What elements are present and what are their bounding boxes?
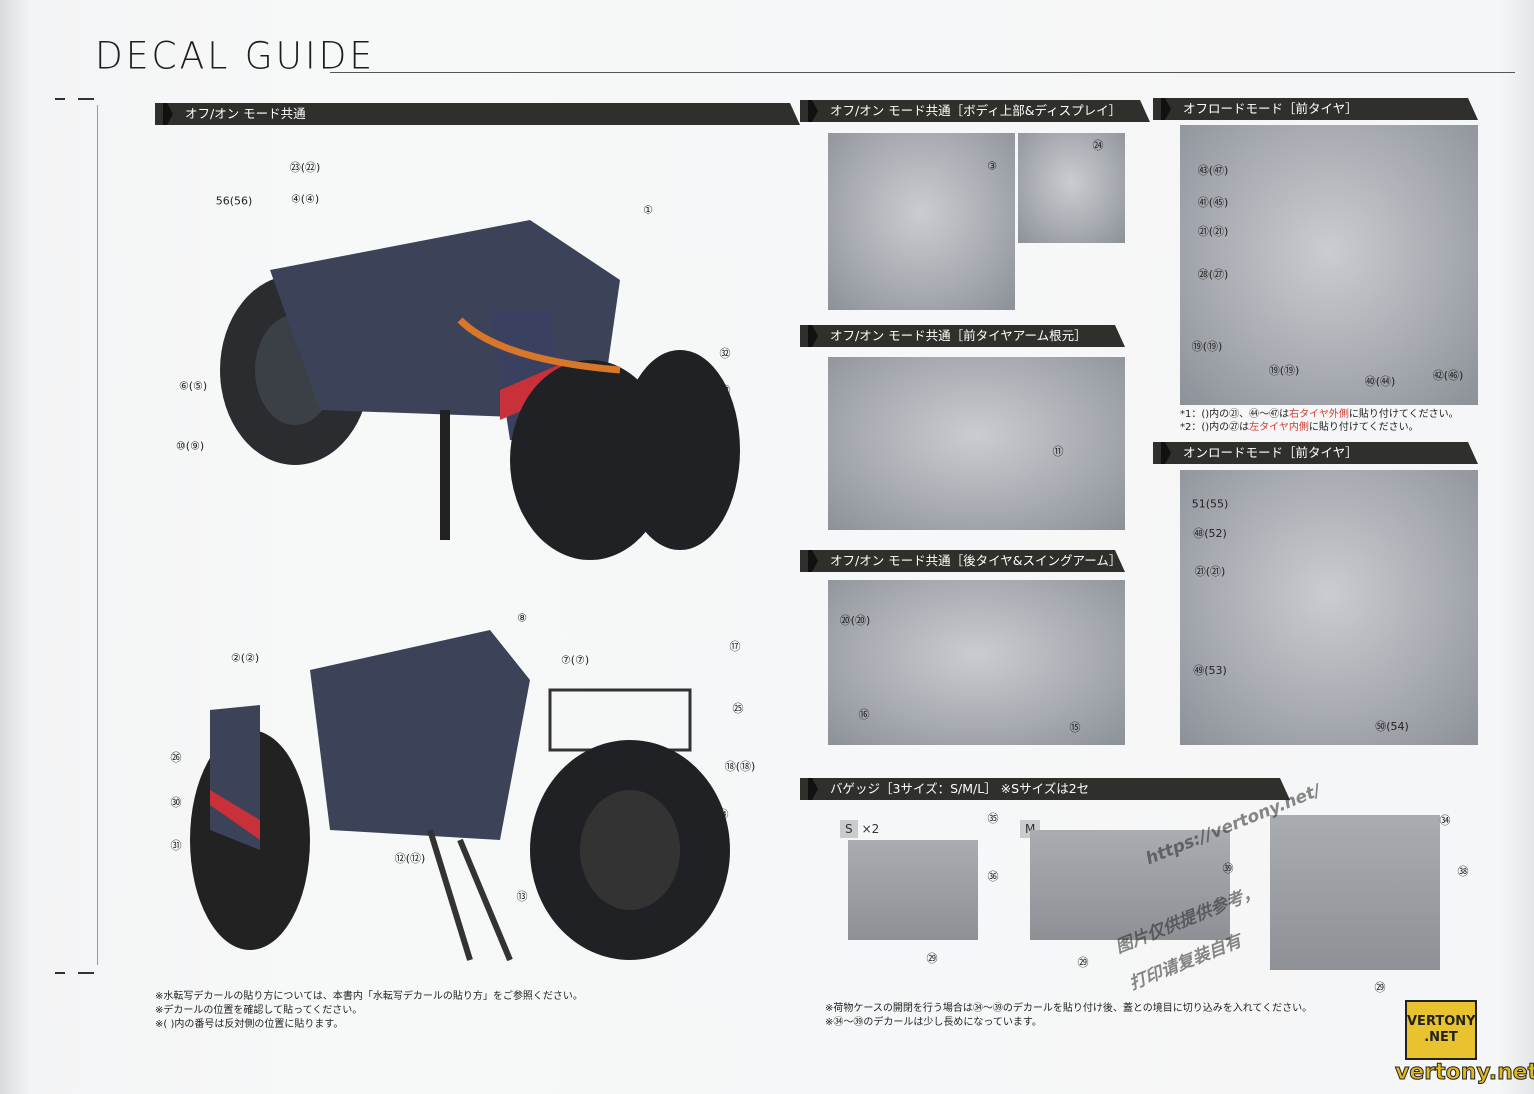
watermark-logo-url: vertony.net — [1394, 1060, 1534, 1086]
callout-offroad: ㉑(㉑) — [1197, 225, 1229, 238]
callout-offroad: ㊷(㊻) — [1432, 369, 1464, 382]
footnotes-left: ※水転写デカールの貼り方については、本書内「水転写デカールの貼り方」をご参照くだ… — [155, 990, 583, 1032]
callout-main-bottom: ㉕ — [732, 702, 744, 715]
callout-offroad: ⑲(⑲) — [1268, 364, 1300, 377]
callout-front-arm: ⑪ — [1052, 445, 1064, 458]
photo-body-display — [828, 133, 1015, 310]
margin-mark — [78, 972, 94, 974]
motorcycle-photo-rear — [190, 630, 730, 962]
callout-offroad: ㊸(㊼) — [1197, 164, 1229, 177]
photo-baggage-m — [1030, 830, 1230, 940]
section-header-front-arm: オフ/オン モード共通［前タイヤアーム根元］ — [800, 325, 1125, 347]
callout-main-bottom: ⑭ — [717, 808, 729, 821]
section-header-onroad: オンロードモード［前タイヤ］ — [1153, 442, 1478, 464]
callout-main-top: ⑩(⑨) — [175, 439, 205, 453]
callout-main-bottom: ⑱(⑱) — [724, 760, 756, 773]
section-header-main: オフ/オン モード共通 — [155, 103, 800, 125]
callout-main-bottom: ⑰ — [729, 640, 741, 653]
callout-onroad: ㊾(53) — [1193, 664, 1227, 677]
callout-offroad: ㊵(㊹) — [1364, 375, 1396, 388]
callout-main-top: ㉝ — [719, 384, 731, 397]
section-header-body: オフ/オン モード共通［ボディ上部&ディスプレイ］ — [800, 100, 1150, 122]
callout-main-bottom: ⑫(⑫) — [394, 852, 426, 865]
callout-main-bottom: ⑬ — [516, 890, 528, 903]
footnote: ※水転写デカールの貼り方については、本書内「水転写デカールの貼り方」をご参照くだ… — [155, 991, 583, 1002]
photo-offroad-tire — [1180, 125, 1478, 405]
margin-line — [97, 105, 98, 965]
callout-baggage: ㊴ — [1222, 862, 1234, 875]
callout-main-bottom: ㉖ — [170, 751, 182, 764]
title-rule — [330, 72, 1515, 73]
motorcycle-photo-front — [220, 220, 740, 560]
section-header-rear: オフ/オン モード共通［後タイヤ&スイングアーム］ — [800, 550, 1125, 572]
callout-main-bottom: ⑦(⑦) — [560, 653, 590, 667]
callout-offroad: ㉘(㉗) — [1197, 268, 1229, 281]
offroad-note-2: *2：()内の㉗は左タイヤ内側に貼り付けてください。 — [1180, 422, 1419, 433]
callout-offroad: ⑲(⑲) — [1191, 340, 1223, 353]
photo-front-arm — [828, 357, 1125, 530]
callout-baggage: ㉞ — [1439, 814, 1451, 827]
callout-baggage: ㉟ — [987, 812, 999, 825]
callout-rear: ⑯ — [858, 708, 870, 721]
photo-onroad-tire — [1180, 470, 1478, 745]
callout-baggage: ㉙ — [926, 952, 938, 965]
callout-body: ③ — [987, 159, 997, 173]
callout-onroad: 51(55) — [1191, 497, 1229, 511]
section-header-offroad: オフロードモード［前タイヤ］ — [1153, 98, 1478, 120]
callout-main-top: ① — [643, 203, 653, 217]
footnote: ※デカールの位置を確認して貼ってください。 — [155, 1005, 363, 1016]
photo-handle-detail — [1018, 133, 1125, 243]
callout-main-top: ④(④) — [290, 192, 320, 206]
callout-rear: ⑳(⑳) — [839, 614, 871, 627]
photo-rear-tire — [828, 580, 1125, 745]
callout-rear: ⑮ — [1069, 721, 1081, 734]
margin-mark — [55, 972, 65, 974]
callout-body: ㉔ — [1092, 139, 1104, 152]
offroad-note-1: *1：()内の㉑、㊹～㊼は右タイヤ外側に貼り付けてください。 — [1180, 409, 1459, 420]
footnote: ※㉞～㊴のデカールは少し長めになっています。 — [825, 1017, 1042, 1028]
callout-main-bottom: ⑧ — [517, 611, 527, 625]
footnotes-right: ※荷物ケースの開閉を行う場合は㉞～㊴のデカールを貼り付け後、蓋との境目に切り込み… — [825, 1002, 1312, 1030]
watermark-logo: VERTONY.NET — [1405, 1000, 1477, 1060]
page-title: DECAL GUIDE — [95, 34, 376, 79]
callout-onroad: ㊿(54) — [1375, 720, 1409, 733]
section-header-baggage: バゲッジ［3サイズ：S/M/L］ ※Sサイズは2セ — [800, 778, 1290, 800]
callout-offroad: ㊶(㊺) — [1197, 196, 1229, 209]
photo-baggage-s — [848, 840, 978, 940]
callout-baggage: ㉙ — [1374, 981, 1386, 994]
callout-main-top: ㉜ — [719, 347, 731, 360]
footnote: ※( )内の番号は反対側の位置に貼ります。 — [155, 1019, 344, 1030]
callout-onroad: ㉑(㉑) — [1194, 565, 1226, 578]
callout-onroad: ㊽(52) — [1193, 527, 1227, 540]
callout-main-top: ⑥(⑤) — [178, 379, 208, 393]
margin-mark — [78, 98, 94, 100]
callout-main-bottom: ㉚ — [170, 796, 182, 809]
callout-baggage: ㉙ — [1077, 956, 1089, 969]
callout-baggage: ㊱ — [987, 870, 999, 883]
margin-mark — [55, 98, 65, 100]
callout-main-top: ㉓(㉒) — [289, 161, 321, 174]
size-label-s: S×2 — [840, 820, 879, 838]
callout-main-bottom: ②(②) — [230, 651, 260, 665]
callout-baggage: ㊳ — [1457, 865, 1469, 878]
callout-main-bottom: ㉛ — [170, 839, 182, 852]
callout-main-top: 56(56) — [215, 194, 253, 208]
footnote: ※荷物ケースの開閉を行う場合は㉞～㊴のデカールを貼り付け後、蓋との境目に切り込み… — [825, 1003, 1313, 1014]
photo-baggage-l — [1270, 815, 1440, 970]
